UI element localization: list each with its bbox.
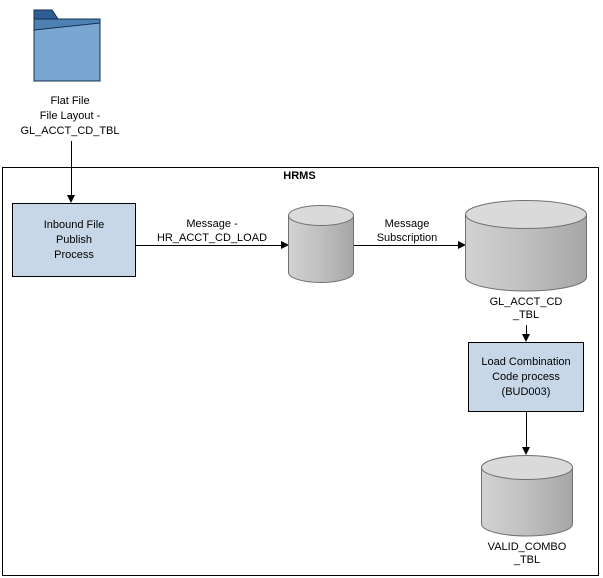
label-line: Publish <box>55 233 93 246</box>
message-queue-database-icon <box>288 205 354 283</box>
gl-acct-cd-database-icon <box>465 200 587 292</box>
arrow-line <box>526 325 527 335</box>
label-line: GL_ACCT_CD_TBL <box>20 125 120 137</box>
arrow-head <box>67 195 75 203</box>
inbound-process-box: Inbound File Publish Process <box>12 203 136 277</box>
arrow-head <box>522 447 530 455</box>
subscription-arrow-label: Message Subscription <box>352 217 462 245</box>
arrow-head <box>458 241 466 249</box>
message-arrow-label: Message - HR_ACCT_CD_LOAD <box>138 217 286 245</box>
hrms-title: HRMS <box>283 170 316 182</box>
hrms-container <box>2 167 599 576</box>
arrow-head <box>281 241 289 249</box>
arrow-line <box>136 245 281 246</box>
label-line: GL_ACCT_CD <box>489 296 563 308</box>
label-line: VALID_COMBO <box>487 541 567 553</box>
valid-table-label: VALID_COMBO _TBL <box>467 541 587 567</box>
gl-table-label: GL_ACCT_CD _TBL <box>465 296 587 322</box>
label-line: Process <box>54 248 94 261</box>
arrow-line <box>354 245 458 246</box>
label-line: Message - <box>186 218 238 230</box>
arrow-line <box>71 141 72 195</box>
arrow-head <box>522 334 530 342</box>
label-line: Inbound File <box>43 218 105 231</box>
label-line: Load Combination <box>481 355 571 368</box>
label-line: Subscription <box>376 232 438 244</box>
label-line: (BUD003) <box>501 385 551 398</box>
load-process-box: Load Combination Code process (BUD003) <box>468 342 584 412</box>
label-line: _TBL <box>513 554 541 566</box>
label-line: _TBL <box>512 309 540 321</box>
label-line: File Layout - <box>39 110 101 122</box>
valid-combo-database-icon <box>481 455 573 537</box>
label-line: Message <box>384 218 430 230</box>
source-file-label: Flat File File Layout - GL_ACCT_CD_TBL <box>0 94 140 139</box>
label-line: HR_ACCT_CD_LOAD <box>156 232 268 244</box>
label-line: Code process <box>492 370 560 383</box>
arrow-line <box>526 411 527 447</box>
flat-file-folder-icon <box>28 6 108 90</box>
label-line: Flat File <box>50 95 90 107</box>
